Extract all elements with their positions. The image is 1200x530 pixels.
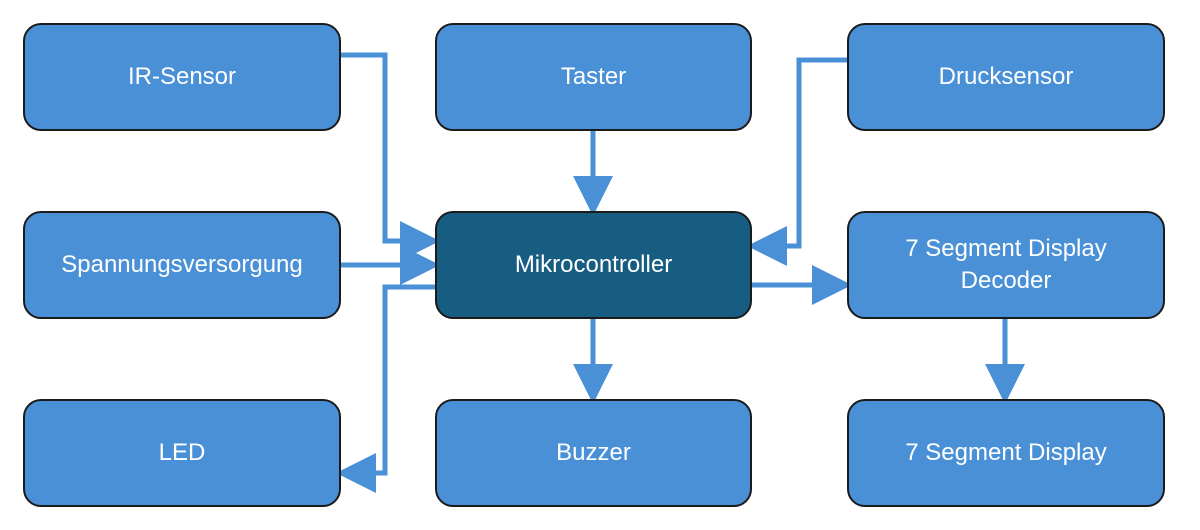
led-block: LED: [23, 399, 341, 507]
mikrocontroller-label: Mikrocontroller: [514, 251, 673, 278]
decoder-block: 7 Segment Display Decoder: [847, 211, 1165, 319]
drucksensor-label: Drucksensor: [938, 63, 1074, 90]
spannungsversorgung-label: Spannungsversorgung: [61, 251, 303, 278]
drucksensor-block: Drucksensor: [847, 23, 1165, 131]
mikrocontroller-block: Mikrocontroller: [435, 211, 752, 319]
arrow-ir-to-mikrocontroller: [341, 52, 441, 261]
buzzer-block: Buzzer: [435, 399, 752, 507]
arrow-mikrocontroller-to-led: [335, 284, 435, 493]
spannungsversorgung-block: Spannungsversorgung: [23, 211, 341, 319]
display-label: 7 Segment Display: [905, 439, 1107, 466]
ir-sensor-block: IR-Sensor: [23, 23, 341, 131]
taster-block: Taster: [435, 23, 752, 131]
display-block: 7 Segment Display: [847, 399, 1165, 507]
arrow-drucksensor-to-mikrocontroller: [746, 57, 847, 266]
ir-sensor-label: IR-Sensor: [127, 63, 237, 90]
led-label: LED: [158, 439, 206, 466]
buzzer-label: Buzzer: [556, 439, 631, 466]
taster-label: Taster: [560, 63, 627, 90]
decoder-label: 7 Segment Display Decoder: [905, 235, 1107, 294]
